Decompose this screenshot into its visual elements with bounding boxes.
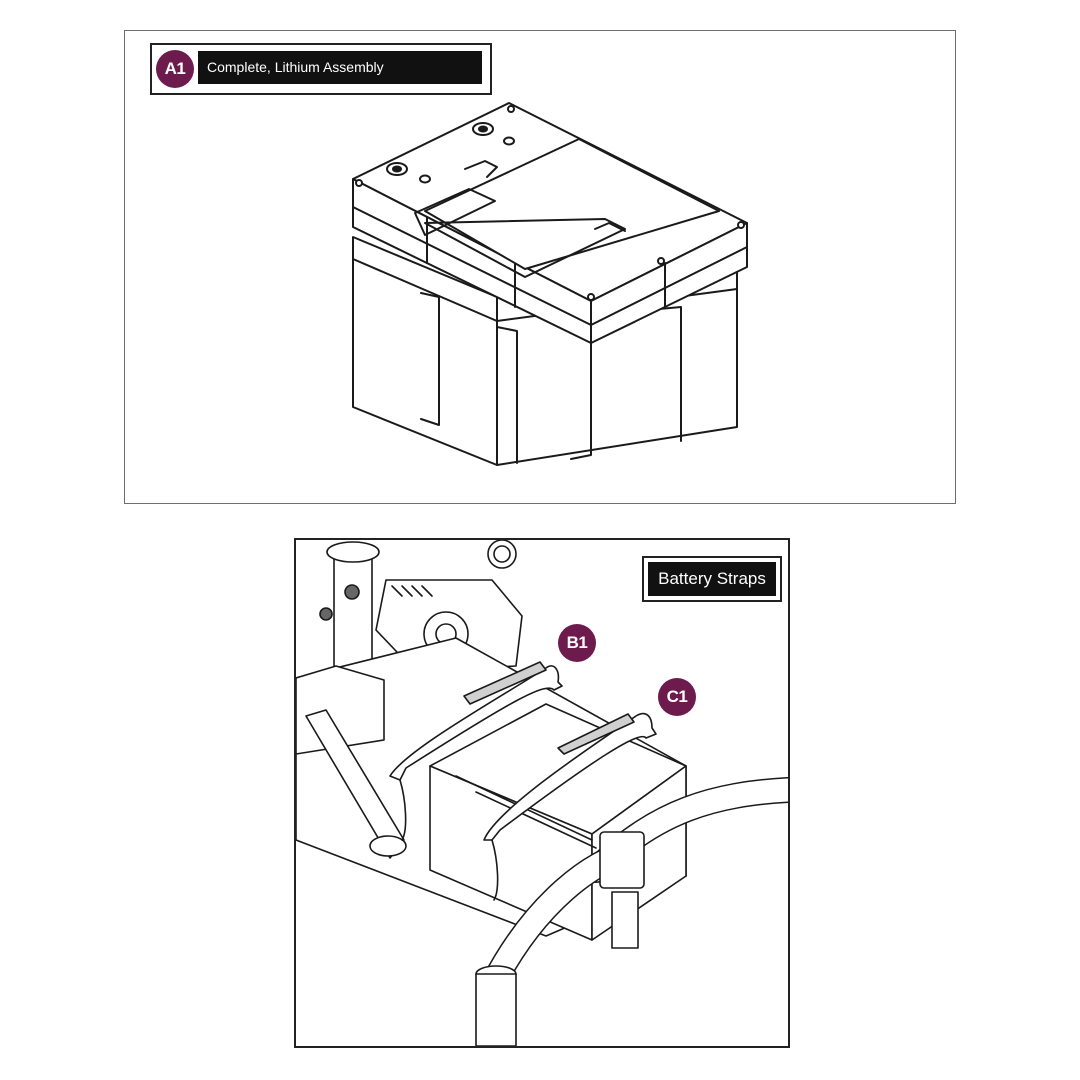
handle-grip <box>414 188 496 236</box>
clamp-bracket <box>611 891 639 949</box>
wheel-hub-inner <box>493 545 511 563</box>
lid-edge <box>590 246 748 326</box>
box-seam <box>352 258 498 322</box>
seat-post <box>333 551 373 673</box>
battery-box-drawing <box>352 102 748 466</box>
strap-pad-c1 <box>557 713 635 755</box>
seat-post-top <box>326 541 380 563</box>
strap-pad-b1 <box>463 661 547 705</box>
terminal-post <box>392 165 402 173</box>
callout-badge-c1: C1 <box>658 678 696 716</box>
screw <box>657 257 665 265</box>
well-groove <box>475 791 597 849</box>
terminal-post <box>478 125 488 133</box>
tiller-lever <box>305 709 405 859</box>
vent-cap <box>503 136 515 146</box>
lithium-assembly-panel: A1 Complete, Lithium Assembly <box>124 30 956 504</box>
screw <box>737 221 745 229</box>
battery-strap-b1 <box>389 665 563 781</box>
screw <box>355 179 363 187</box>
battery-straps-label: Battery Straps <box>642 556 782 602</box>
scooter-frame-drawing <box>296 540 788 1046</box>
strap-clamp <box>599 831 645 889</box>
bolt <box>319 607 333 621</box>
assembly-title: Complete, Lithium Assembly <box>198 51 482 84</box>
box-rib <box>496 326 518 464</box>
screw <box>587 293 595 301</box>
bolt <box>344 584 360 600</box>
box-rib <box>420 292 440 426</box>
callout-badge-a1: A1 <box>156 50 194 88</box>
battery-strap-c1 <box>483 712 657 841</box>
strap-band <box>491 839 499 901</box>
vent-cap <box>419 174 431 184</box>
handle-grip <box>424 218 626 278</box>
rear-post <box>475 973 517 1046</box>
handle-grip <box>594 222 626 232</box>
handle-grip <box>464 160 498 178</box>
screw <box>507 105 515 113</box>
lid-edge <box>352 206 592 326</box>
lid-side <box>590 222 748 344</box>
battery-straps-panel: Battery Straps B1 C1 <box>294 538 790 1048</box>
callout-badge-b1: B1 <box>558 624 596 662</box>
battery-straps-title: Battery Straps <box>648 562 776 596</box>
assembly-label: A1 Complete, Lithium Assembly <box>150 43 492 95</box>
strap-band <box>399 779 407 841</box>
tiller-handle <box>369 835 407 857</box>
spring <box>391 585 433 597</box>
box-rib <box>658 306 682 442</box>
lid-panel <box>424 138 720 270</box>
